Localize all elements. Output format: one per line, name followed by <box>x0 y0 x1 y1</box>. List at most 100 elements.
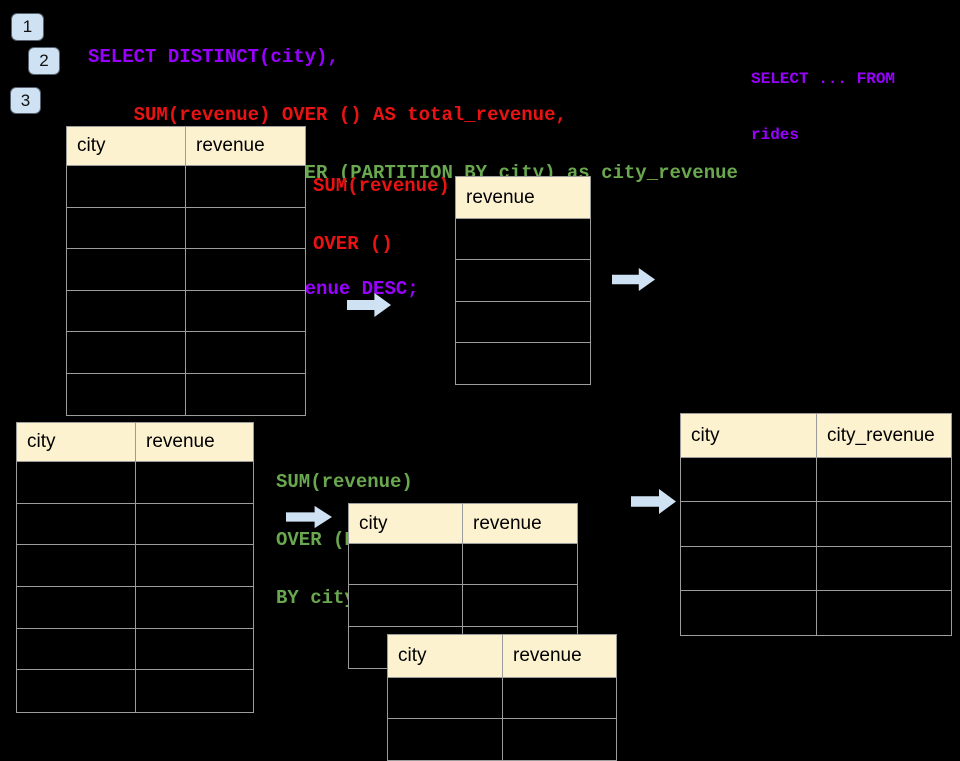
column-header-city_revenue: city_revenue <box>817 414 951 458</box>
table-cell <box>503 678 616 719</box>
table-row <box>17 462 253 504</box>
table-cell <box>136 628 253 671</box>
right-arrow-icon <box>347 292 392 318</box>
right-arrow-icon <box>612 267 656 292</box>
table-row <box>456 342 590 385</box>
table-row <box>17 670 253 713</box>
table-cell <box>67 290 186 332</box>
slide-canvas: { "colors": { "background": "#000000", "… <box>10 13 952 761</box>
table-row <box>67 207 305 249</box>
table-cell <box>67 207 186 249</box>
column-header-city: city <box>17 423 136 462</box>
table-cell <box>67 373 186 415</box>
table-cell <box>186 249 305 291</box>
table-row <box>456 219 590 261</box>
table-cell <box>186 290 305 332</box>
step-badge-3: 3 <box>10 87 41 114</box>
table-row <box>349 585 577 627</box>
table-cell <box>136 670 253 713</box>
table-cell <box>681 546 817 591</box>
table-cell <box>136 587 253 629</box>
right-arrow-icon <box>631 489 676 514</box>
table-row <box>681 546 951 591</box>
side-note-line-2: rides <box>751 126 800 144</box>
annotation-total-line-1: SUM(revenue) <box>313 175 450 197</box>
table-cell <box>17 587 136 629</box>
table-cell <box>67 249 186 291</box>
table-row <box>681 590 951 636</box>
table-cell <box>456 260 590 302</box>
table-row <box>67 332 305 374</box>
sql-line-select: SELECT DISTINCT(city), <box>88 46 339 68</box>
table-cell <box>463 585 577 627</box>
step-badge-1: 1 <box>11 13 44 41</box>
column-header-city: city <box>349 504 463 544</box>
table-row <box>456 260 590 302</box>
table-row <box>67 373 305 415</box>
table-cell <box>456 342 590 385</box>
table-cell <box>186 332 305 374</box>
table-cell <box>136 462 253 504</box>
table-row <box>388 678 616 719</box>
sql-line-total-revenue: SUM(revenue) OVER () AS total_revenue, <box>88 104 567 126</box>
table-row <box>681 502 951 547</box>
annotation-total-window: SUM(revenue) OVER () <box>313 139 450 273</box>
table-cell <box>349 544 463 586</box>
right-arrow-icon <box>612 267 656 292</box>
right-arrow-icon <box>631 488 677 515</box>
table-cell <box>17 503 136 546</box>
table-cell <box>456 219 590 261</box>
table-row <box>67 290 305 332</box>
side-note-line-1: SELECT ... FROM <box>751 70 896 88</box>
table-cell <box>186 207 305 249</box>
table-cell <box>136 545 253 588</box>
table-row <box>17 545 253 588</box>
table-cell <box>463 544 577 586</box>
table-cell <box>456 301 590 343</box>
table-cell <box>17 545 136 588</box>
table-cell <box>681 458 817 503</box>
column-header-revenue: revenue <box>463 504 577 544</box>
column-header-revenue: revenue <box>186 127 305 166</box>
step-badge-2: 2 <box>28 47 60 75</box>
table-row <box>17 628 253 671</box>
side-note-select-from-rides: SELECT ... FROM rides <box>751 33 895 163</box>
column-header-revenue: revenue <box>503 635 616 678</box>
table-cell <box>136 503 253 546</box>
table-cell <box>67 166 186 208</box>
table-cell <box>817 546 951 591</box>
table-cell <box>681 502 817 547</box>
table-cell <box>17 670 136 713</box>
column-header-city: city <box>681 414 817 458</box>
table-row <box>17 503 253 546</box>
table-row <box>67 166 305 208</box>
column-header-revenue: revenue <box>136 423 253 462</box>
table-cell <box>349 585 463 627</box>
annotation-partition-line-1: SUM(revenue) <box>276 471 413 493</box>
table-cell <box>17 462 136 504</box>
table-cell <box>67 332 186 374</box>
right-arrow-icon <box>286 505 332 529</box>
table-row <box>349 544 577 586</box>
table-cell <box>17 628 136 671</box>
table-row <box>17 587 253 629</box>
table-cell <box>503 719 616 760</box>
table-cell <box>681 590 817 636</box>
table-cell <box>186 373 305 415</box>
column-header-revenue: revenue <box>456 177 590 219</box>
table-header-row: revenue <box>456 177 590 219</box>
table-row <box>681 458 951 503</box>
table-cell <box>817 458 951 503</box>
right-arrow-icon <box>347 293 392 317</box>
column-header-city: city <box>388 635 503 678</box>
annotation-total-line-2: OVER () <box>313 233 393 255</box>
table-row <box>67 249 305 291</box>
